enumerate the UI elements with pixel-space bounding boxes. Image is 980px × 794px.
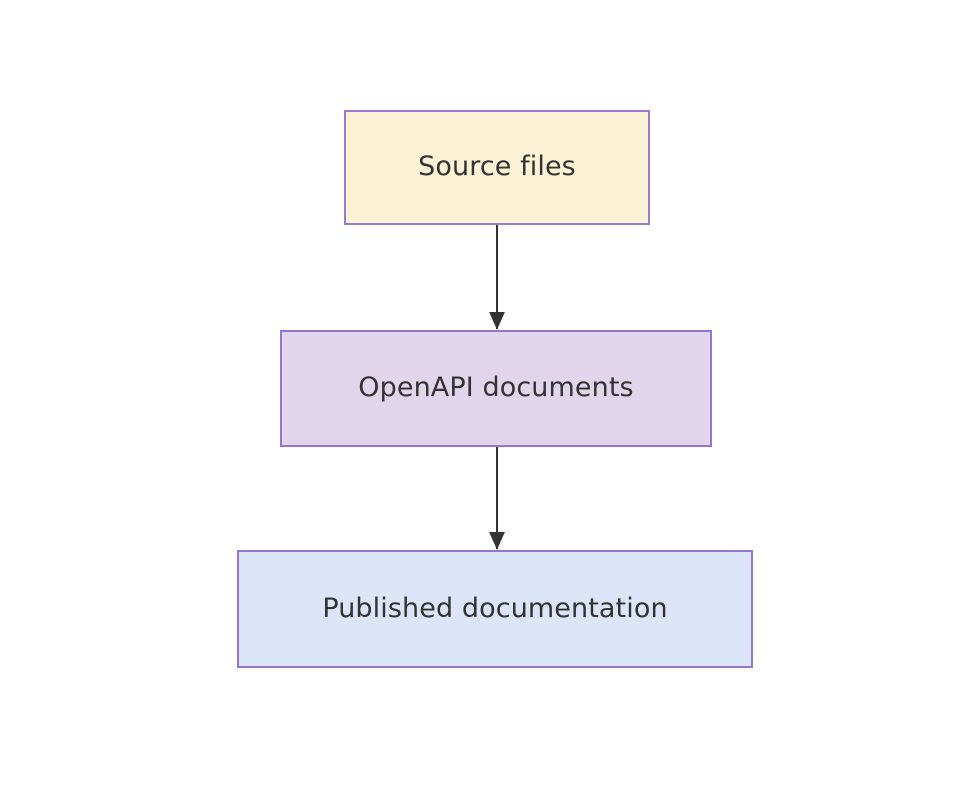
node-openapi-documents[interactable]: OpenAPI documents	[280, 330, 712, 447]
node-label: Source files	[418, 151, 576, 183]
node-label: OpenAPI documents	[358, 372, 634, 404]
node-source-files[interactable]: Source files	[344, 110, 650, 225]
node-published-documentation[interactable]: Published documentation	[237, 550, 753, 668]
node-label: Published documentation	[322, 592, 668, 624]
